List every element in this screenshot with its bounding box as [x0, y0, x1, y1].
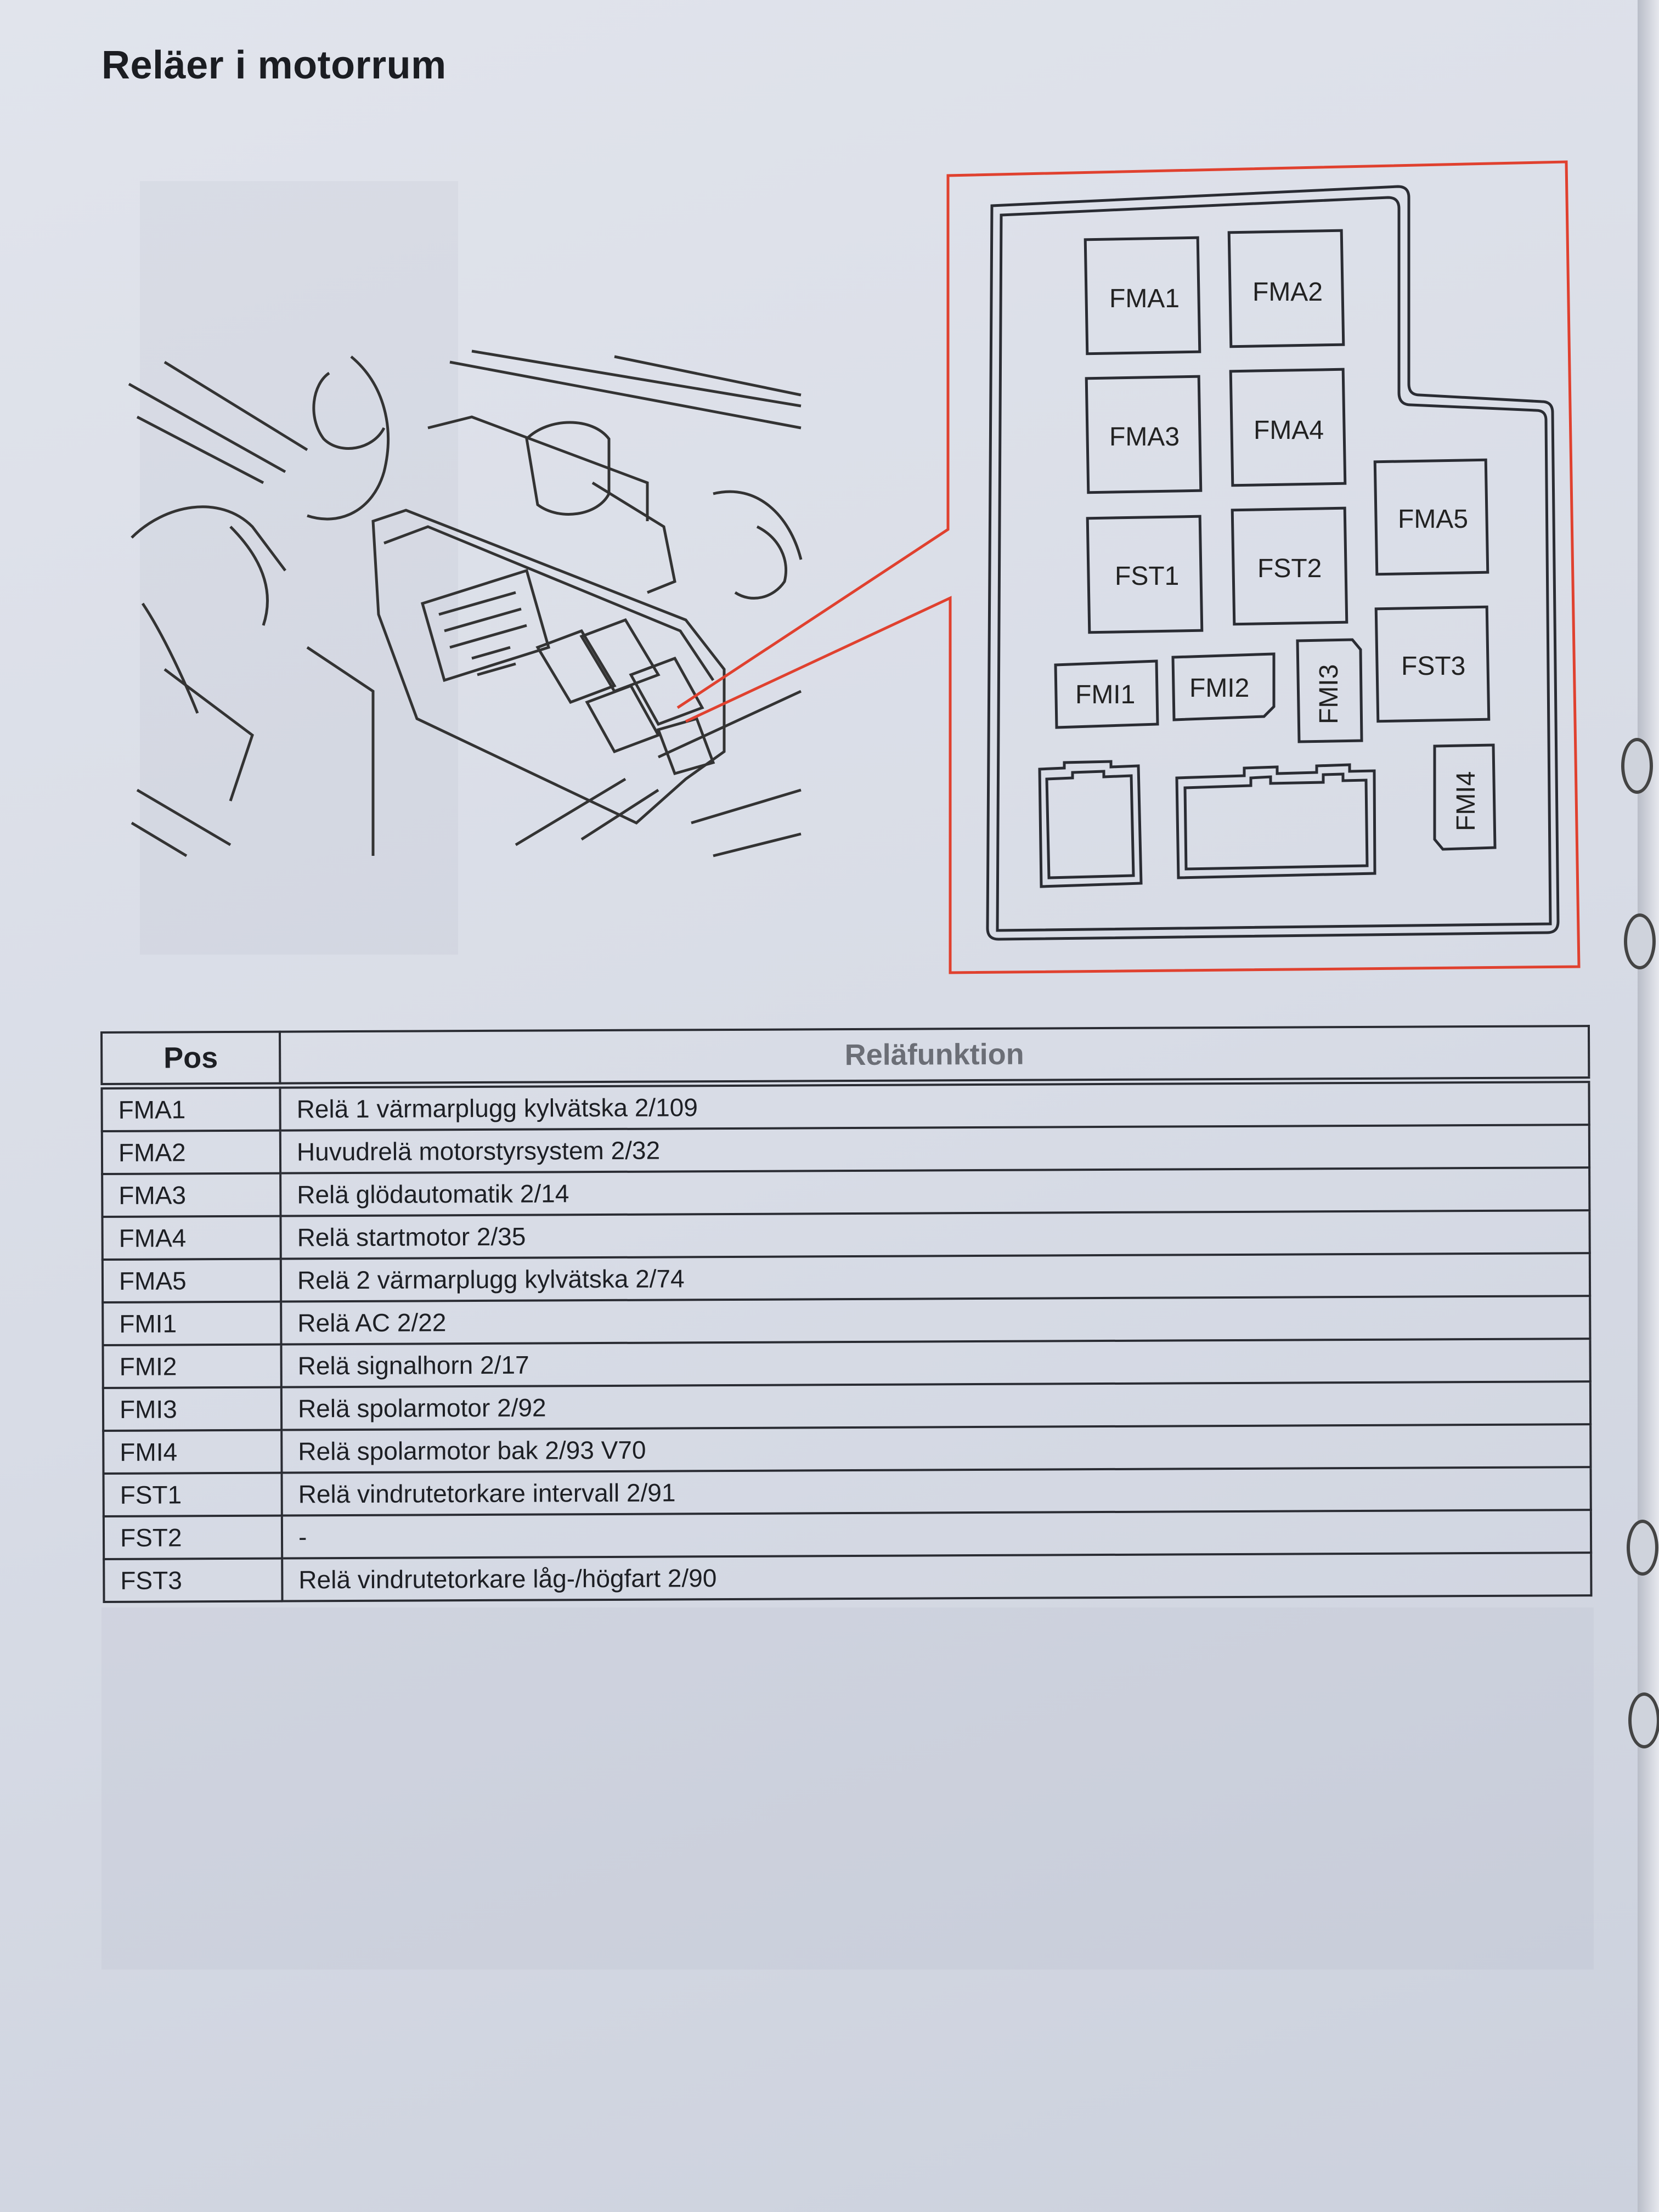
connector-left	[1038, 760, 1143, 888]
function-cell: Relä signalhorn 2/17	[281, 1339, 1590, 1387]
pos-cell: FMA5	[102, 1259, 281, 1302]
relay-label-fma5: FMA5	[1398, 505, 1468, 534]
pos-cell: FMI3	[103, 1387, 282, 1431]
function-cell: Relä glödautomatik 2/14	[280, 1167, 1590, 1216]
relay-diagram: FMA1 FMA2 FMA3 FMA4 FMA5 FST1 FST2 FST3 …	[128, 160, 1581, 974]
relay-label-fmi4: FMI4	[1452, 771, 1481, 831]
relay-fst3	[1374, 605, 1491, 723]
relay-label-fst1: FST1	[1115, 562, 1179, 591]
relay-box-outline	[986, 185, 1560, 941]
function-cell: Huvudrelä motorstyrsystem 2/32	[280, 1125, 1590, 1173]
relay-fma5	[1373, 458, 1489, 576]
table-row: FST2-	[103, 1510, 1592, 1559]
relay-label-fma3: FMA3	[1109, 422, 1180, 452]
show-through-table	[101, 1607, 1594, 1970]
function-cell: Relä vindrutetorkare låg-/högfart 2/90	[282, 1553, 1592, 1601]
pos-cell: FMA4	[102, 1216, 281, 1260]
relay-label-fma4: FMA4	[1254, 416, 1324, 445]
page-edge	[1638, 0, 1659, 2212]
relay-fma2	[1227, 229, 1345, 348]
pos-cell: FMA3	[102, 1173, 281, 1217]
function-cell: Relä 1 värmarplugg kylvätska 2/109	[280, 1080, 1589, 1131]
relay-fmi4	[1433, 743, 1497, 851]
pos-cell: FMI1	[103, 1301, 281, 1345]
function-header: Reläfunktion	[280, 1026, 1589, 1086]
pos-cell: FST2	[103, 1515, 283, 1559]
relay-label-fmi3: FMI3	[1314, 664, 1344, 724]
relay-fma3	[1085, 375, 1203, 494]
pos-header: Pos	[101, 1031, 280, 1086]
pos-cell: FST3	[104, 1558, 283, 1602]
pos-cell: FST1	[103, 1472, 282, 1516]
binder-ring	[1628, 1692, 1659, 1748]
relay-label-fmi2: FMI2	[1189, 674, 1249, 703]
table-header-row: Pos Reläfunktion	[101, 1026, 1589, 1086]
function-cell: Relä AC 2/22	[281, 1296, 1590, 1345]
relay-label-fst2: FST2	[1257, 554, 1322, 583]
callout-highlight	[676, 160, 1581, 974]
connector-right	[1175, 763, 1376, 879]
function-cell: Relä 2 värmarplugg kylvätska 2/74	[280, 1253, 1590, 1302]
connector-right-inner	[1183, 772, 1369, 871]
pos-cell: FMA1	[101, 1085, 280, 1131]
relay-label-fma2: FMA2	[1252, 278, 1323, 307]
binder-ring	[1627, 1520, 1658, 1576]
relay-label-fmi1: FMI1	[1075, 680, 1135, 709]
relay-fst1	[1086, 515, 1204, 634]
relay-labels: FMA1 FMA2 FMA3 FMA4 FMA5 FST1 FST2 FST3 …	[1075, 278, 1481, 831]
relay-label-fst3: FST3	[1401, 652, 1465, 681]
relay-fma4	[1229, 368, 1347, 487]
pos-cell: FMI4	[103, 1430, 282, 1474]
relay-fst2	[1231, 506, 1348, 626]
function-cell: Relä spolarmotor bak 2/93 V70	[281, 1424, 1591, 1473]
engine-bay-illustration	[128, 349, 803, 857]
function-cell: Relä spolarmotor 2/92	[281, 1381, 1591, 1430]
relay-fmi2	[1171, 652, 1276, 721]
connector-left-inner	[1045, 770, 1135, 879]
relay-label-fma1: FMA1	[1109, 284, 1180, 313]
pos-cell: FMA2	[101, 1130, 281, 1174]
relay-fmi3	[1296, 638, 1363, 743]
relay-fmi1	[1054, 659, 1159, 729]
relay-fma1	[1084, 236, 1201, 356]
page-title: Reläer i motorrum	[101, 43, 447, 87]
show-through-box	[140, 181, 458, 955]
pos-cell: FMI2	[103, 1344, 281, 1388]
binder-ring	[1621, 738, 1653, 794]
function-cell: Relä vindrutetorkare intervall 2/91	[281, 1467, 1591, 1516]
function-cell: Relä startmotor 2/35	[280, 1210, 1590, 1259]
function-cell: -	[281, 1510, 1592, 1559]
binder-ring	[1624, 913, 1656, 969]
